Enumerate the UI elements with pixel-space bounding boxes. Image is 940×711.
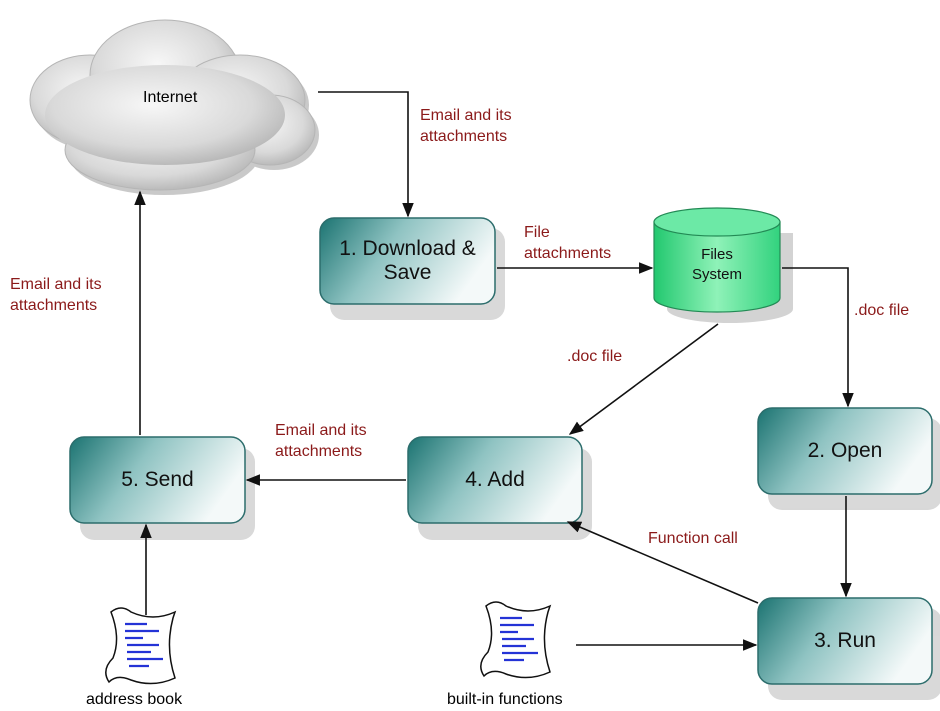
run-box <box>757 597 933 685</box>
arrow-internet-to-download <box>318 91 414 218</box>
download-save-box <box>319 217 496 305</box>
files-system-cylinder <box>653 207 793 323</box>
arrow-run-to-add <box>566 521 759 604</box>
internet-label: Internet <box>143 89 198 106</box>
run-label: 3. Run <box>814 629 876 652</box>
edge-label-send-to-internet: Email and its attachments <box>10 276 102 314</box>
internet-cloud <box>29 19 319 195</box>
edge-label-run-to-add: Function call <box>648 530 738 547</box>
arrow-files-to-add <box>568 323 719 435</box>
send-label: 5. Send <box>121 468 194 491</box>
arrow-files-to-open <box>782 267 854 408</box>
address-book-icon <box>105 607 177 685</box>
files-system-label: Files System <box>691 246 742 283</box>
address-book-caption: address book <box>86 691 183 708</box>
edge-label-internet-to-download: Email and its attachments <box>420 107 512 145</box>
download-save-label: 1. Download & Save <box>339 237 476 284</box>
edge-label-download-to-files: File attachments <box>524 224 612 262</box>
open-label: 2. Open <box>807 439 883 462</box>
edge-label-add-to-send: Email and its attachments <box>275 422 367 460</box>
builtin-functions-icon <box>480 601 552 679</box>
connectors <box>134 91 854 651</box>
add-box <box>407 436 583 524</box>
open-box <box>757 407 933 495</box>
add-label: 4. Add <box>465 468 525 491</box>
edge-label-files-to-add: .doc file <box>567 348 623 365</box>
send-box <box>69 436 246 524</box>
builtin-functions-caption: built-in functions <box>447 691 563 708</box>
edge-label-files-to-open: .doc file <box>854 302 910 319</box>
